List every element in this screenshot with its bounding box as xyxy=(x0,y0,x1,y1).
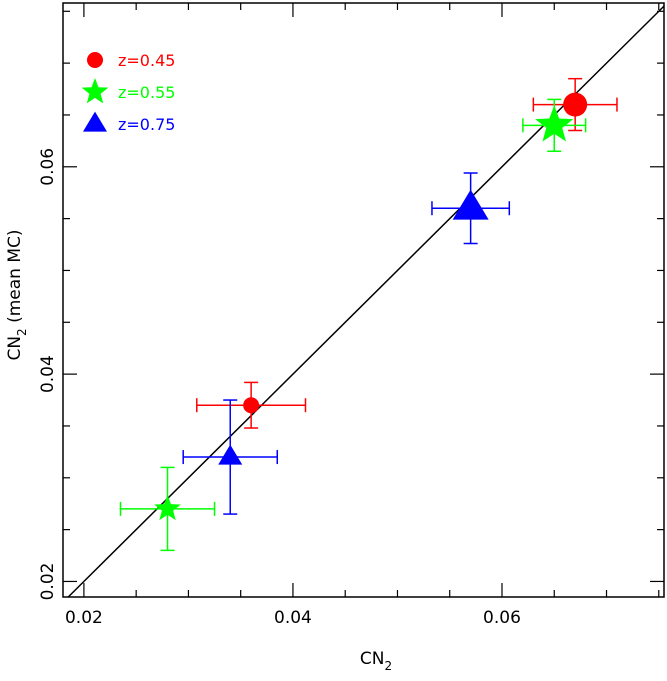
y-tick-label: 0.06 xyxy=(38,148,58,186)
data-point-triangle xyxy=(218,444,243,465)
y-axis-title: CN2 (mean MC) xyxy=(5,229,29,360)
data-point-triangle xyxy=(452,189,489,220)
ticks-group: 0.02 0.04 0.06 0.02 0.04 0.06 xyxy=(38,3,664,628)
legend-marker-triangle xyxy=(83,111,107,132)
legend: z=0.45 z=0.55 z=0.75 xyxy=(81,51,175,134)
plot-frame-group xyxy=(62,2,665,598)
data-point-circle xyxy=(563,92,588,117)
x-tick-label: 0.06 xyxy=(483,608,521,628)
legend-label: z=0.75 xyxy=(118,115,175,134)
error-bars-group xyxy=(119,77,618,552)
legend-label: z=0.45 xyxy=(118,51,175,70)
legend-marker-star xyxy=(81,78,109,104)
plot-frame xyxy=(62,2,665,598)
y-tick-label: 0.04 xyxy=(38,355,58,393)
data-point-circle xyxy=(243,397,260,414)
legend-label: z=0.55 xyxy=(118,83,175,102)
data-point-star xyxy=(535,105,574,142)
x-tick-label: 0.04 xyxy=(274,608,312,628)
x-axis-title: CN2 xyxy=(360,649,392,673)
data-point-star xyxy=(154,494,181,521)
markers-group xyxy=(154,92,588,521)
legend-marker-circle xyxy=(87,52,103,68)
x-tick-label: 0.02 xyxy=(65,608,103,628)
y-tick-label: 0.02 xyxy=(38,563,58,601)
